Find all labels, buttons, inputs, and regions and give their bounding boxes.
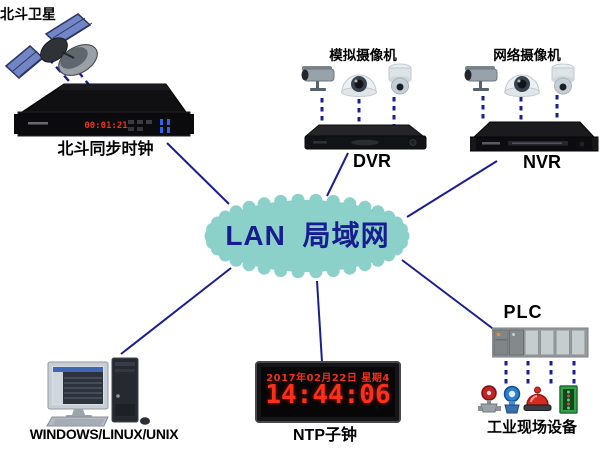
plc-field-links bbox=[504, 361, 576, 385]
satellite-label: 北斗卫星 bbox=[0, 6, 56, 22]
nvr-device bbox=[470, 118, 600, 158]
computer-label: WINDOWS/LINUX/UNIX bbox=[29, 426, 179, 442]
beidou-clock-display: 00:01:21 bbox=[84, 121, 127, 131]
field-devices-label: 工业现场设备 bbox=[486, 419, 577, 436]
line-cloud-to-plc bbox=[401, 259, 497, 332]
line-cloud-to-beidou-clock bbox=[166, 142, 230, 205]
analog-cameras-icon bbox=[298, 56, 422, 104]
ntp-clock-date: 2017年02月22日 星期4 bbox=[266, 373, 390, 384]
line-cloud-to-nvr bbox=[406, 160, 498, 218]
lan-cloud-label: LAN 局域网 bbox=[225, 220, 390, 251]
network-cameras-label: 网络摄像机 bbox=[493, 48, 561, 63]
lan-cloud-shape bbox=[204, 193, 410, 279]
ntp-clock-display: 2017年02月22日 星期4 14:44:06 bbox=[261, 367, 395, 417]
line-cloud-to-ntp-clock bbox=[316, 280, 323, 363]
plc-label: PLC bbox=[503, 302, 543, 322]
line-cloud-to-dvr bbox=[326, 152, 349, 197]
plc-device bbox=[492, 325, 592, 361]
ntp-clock-device: 2017年02月22日 星期4 14:44:06 bbox=[255, 361, 401, 423]
dvr-label: DVR bbox=[352, 151, 391, 171]
camera-links bbox=[320, 95, 559, 125]
nvr-label: NVR bbox=[522, 152, 561, 172]
beidou-clock-label: 北斗同步时钟 bbox=[57, 141, 154, 158]
ntp-clock-label: NTP子钟 bbox=[292, 427, 357, 444]
beidou-clock-device: 00:01:21 bbox=[14, 80, 194, 142]
satellite-icon bbox=[2, 10, 117, 85]
solid-connections bbox=[120, 142, 498, 363]
analog-cameras-label: 模拟摄像机 bbox=[329, 48, 397, 63]
dvr-device bbox=[303, 122, 429, 156]
network-cameras-icon bbox=[461, 56, 585, 104]
computer-icon bbox=[46, 352, 158, 428]
ntp-clock-time: 14:44:06 bbox=[265, 380, 391, 410]
field-devices-icon bbox=[478, 383, 586, 419]
line-cloud-to-computer bbox=[120, 267, 232, 355]
